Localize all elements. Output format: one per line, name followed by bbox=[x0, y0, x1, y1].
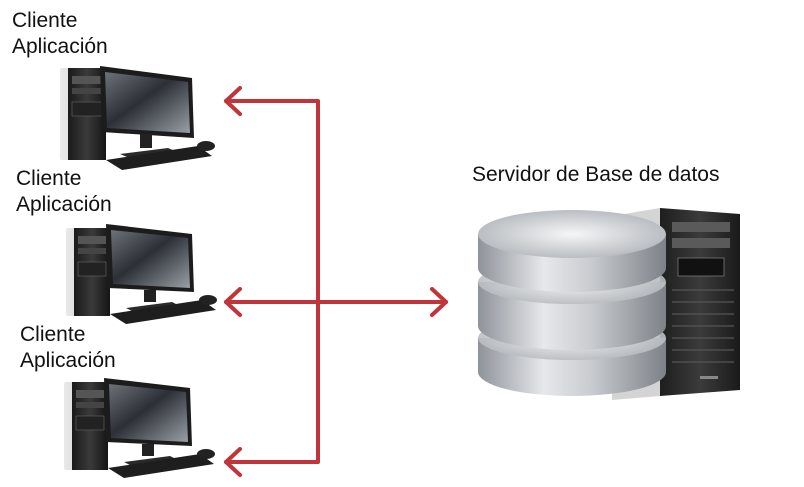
client-label-2: Cliente Aplicación bbox=[16, 166, 112, 218]
arrowhead-server bbox=[430, 287, 448, 317]
server-label: Servidor de Base de datos bbox=[472, 163, 720, 186]
client-label-3: Cliente Aplicación bbox=[20, 322, 116, 374]
client-label-line1: Cliente bbox=[16, 167, 82, 190]
client-label-line1: Cliente bbox=[20, 323, 86, 346]
client-label-line2: Aplicación bbox=[20, 349, 116, 372]
client-label-line2: Aplicación bbox=[12, 35, 108, 58]
arrowhead-client-1 bbox=[224, 86, 242, 116]
desktop-computer-icon bbox=[64, 378, 215, 478]
client-label-1: Cliente Aplicación bbox=[12, 8, 108, 60]
client-label-line2: Aplicación bbox=[16, 193, 112, 216]
arrowhead-client-2 bbox=[224, 287, 242, 317]
desktop-computer-icon bbox=[60, 66, 215, 170]
desktop-computer-icon bbox=[66, 224, 217, 324]
arrowhead-client-3 bbox=[224, 447, 242, 477]
database-icon bbox=[478, 210, 666, 396]
client-label-line1: Cliente bbox=[12, 9, 78, 32]
connection-arrows bbox=[224, 86, 448, 477]
connector-trunk bbox=[224, 99, 320, 464]
